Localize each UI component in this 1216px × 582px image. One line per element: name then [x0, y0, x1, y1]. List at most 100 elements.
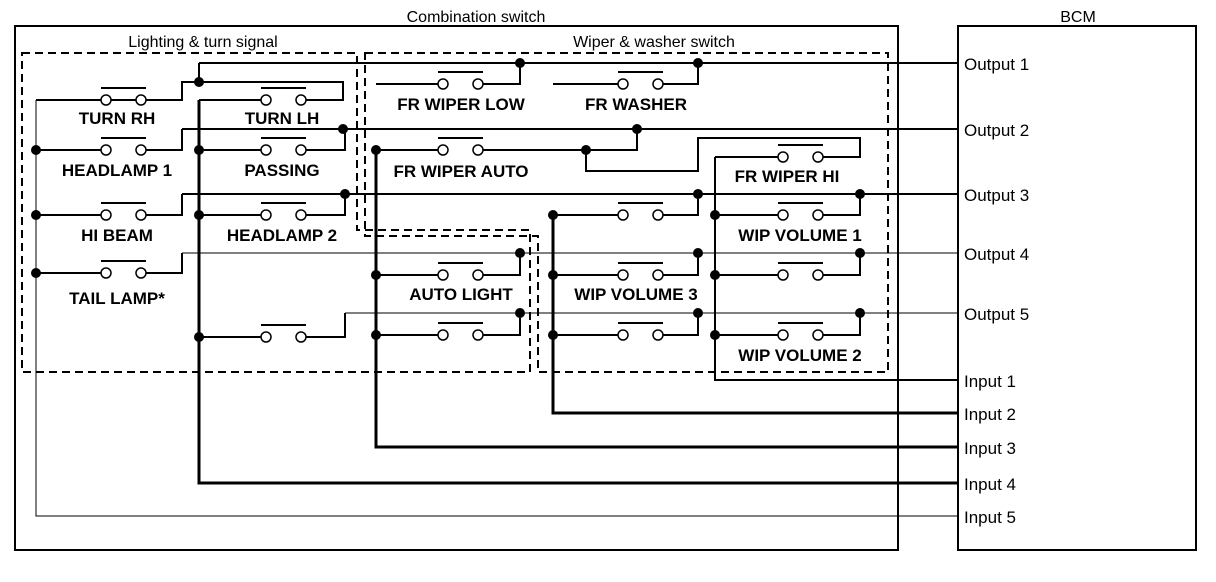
- wiper-group-title: Wiper & washer switch: [573, 34, 735, 51]
- junction-dot: [710, 210, 720, 220]
- switch-label: FR WIPER AUTO: [393, 162, 528, 181]
- contact-terminal: [100, 94, 112, 106]
- junction-dot: [371, 270, 381, 280]
- switch-auto-light: AUTO LIGHT: [376, 253, 521, 304]
- junction-dot: [515, 58, 525, 68]
- switch-turn-rh: TURN RH: [36, 82, 183, 128]
- switch-tail-lamp: TAIL LAMP*: [36, 253, 183, 308]
- junction-dot: [194, 332, 204, 342]
- switch-label: HEADLAMP 1: [62, 161, 172, 180]
- junction-dot: [31, 145, 41, 155]
- junction-dot: [632, 124, 642, 134]
- switch-label: AUTO LIGHT: [409, 285, 513, 304]
- junction-dot: [693, 308, 703, 318]
- contact-terminal: [777, 269, 789, 281]
- bcm-output-1: Output 1: [964, 55, 1029, 74]
- contact-terminal: [652, 78, 664, 90]
- junction-dot: [693, 189, 703, 199]
- junction-dot: [548, 210, 558, 220]
- junction-dot: [31, 268, 41, 278]
- switch-wip-volume-1: WIP VOLUME 1: [715, 194, 862, 245]
- junction-dot: [194, 77, 204, 87]
- contact-terminal: [437, 269, 449, 281]
- switch-label: HEADLAMP 2: [227, 226, 337, 245]
- contact-terminal: [135, 144, 147, 156]
- contact-terminal: [652, 209, 664, 221]
- switch-hi-beam: HI BEAM: [36, 194, 183, 245]
- wire: [823, 194, 861, 216]
- bcm-input-2: Input 2: [964, 405, 1016, 424]
- contact-terminal: [472, 329, 484, 341]
- contact-terminal: [260, 144, 272, 156]
- contact-terminal: [295, 94, 307, 106]
- contact-terminal: [652, 329, 664, 341]
- bcm-output-3: Output 3: [964, 186, 1029, 205]
- wire: [586, 129, 638, 151]
- contact-terminal: [100, 267, 112, 279]
- wiper-group-outline: [364, 52, 889, 373]
- bcm-output-2: Output 2: [964, 121, 1029, 140]
- contact-terminal: [617, 78, 629, 90]
- bcm-title: BCM: [1060, 9, 1096, 26]
- contact-terminal: [437, 329, 449, 341]
- contact-terminal: [260, 94, 272, 106]
- contact-terminal: [260, 209, 272, 221]
- wire: [146, 129, 183, 151]
- wire: [306, 313, 346, 338]
- contact-terminal: [295, 144, 307, 156]
- contact-terminal: [260, 331, 272, 343]
- contact-terminal: [812, 151, 824, 163]
- junction-dot: [194, 210, 204, 220]
- junction-dot: [581, 145, 591, 155]
- junction-dot: [371, 145, 381, 155]
- bcm-input-1: Input 1: [964, 372, 1016, 391]
- switch-label: FR WASHER: [585, 95, 687, 114]
- contact-terminal: [777, 209, 789, 221]
- switches: TURN RH HEADLAMP 1 HI BEAM TAIL LAMP* TURN L…: [36, 63, 862, 365]
- junction-dot: [710, 330, 720, 340]
- switch-label: FR WIPER LOW: [397, 95, 525, 114]
- junction-dot: [855, 308, 865, 318]
- wire: [663, 253, 699, 276]
- switch-input4-output5: [199, 313, 346, 343]
- contact-terminal: [472, 78, 484, 90]
- bcm-output-4: Output 4: [964, 245, 1029, 264]
- switch-fr-wiper-hi: FR WIPER HI: [697, 137, 861, 186]
- switch-headlamp-1: HEADLAMP 1: [36, 129, 183, 180]
- bcm-input-4: Input 4: [964, 475, 1016, 494]
- contact-terminal: [295, 331, 307, 343]
- bcm-box: [957, 25, 1197, 551]
- contact-terminal: [100, 209, 112, 221]
- contact-terminal: [777, 329, 789, 341]
- wire: [663, 313, 699, 336]
- contact-terminal: [812, 329, 824, 341]
- switch-input3-output5: [376, 313, 521, 341]
- wire: [146, 194, 183, 216]
- contact-terminal: [100, 144, 112, 156]
- contact-terminal: [135, 267, 147, 279]
- bcm-input-5: Input 5: [964, 508, 1016, 527]
- switch-label: WIP VOLUME 1: [738, 226, 861, 245]
- junction-dot: [31, 210, 41, 220]
- switch-fr-washer: FR WASHER: [553, 63, 699, 114]
- switch-label: TURN LH: [245, 109, 320, 128]
- switch-label: TURN RH: [79, 109, 156, 128]
- contact-terminal: [617, 329, 629, 341]
- wire: [483, 253, 521, 276]
- junction-dot: [515, 248, 525, 258]
- contact-terminal: [437, 78, 449, 90]
- bcm-input-3: Input 3: [964, 439, 1016, 458]
- combination-switch-title: Combination switch: [407, 9, 546, 26]
- junction-dots: [31, 58, 865, 342]
- junction-dot: [340, 189, 350, 199]
- junction-dot: [515, 308, 525, 318]
- switch-input2-output3: [553, 194, 699, 221]
- wire: [146, 82, 183, 101]
- contact-terminal: [135, 209, 147, 221]
- junction-dot: [548, 330, 558, 340]
- junction-dot: [693, 58, 703, 68]
- input-rail-1: [714, 157, 958, 381]
- switch-label: HI BEAM: [81, 226, 153, 245]
- contact-terminal: [295, 209, 307, 221]
